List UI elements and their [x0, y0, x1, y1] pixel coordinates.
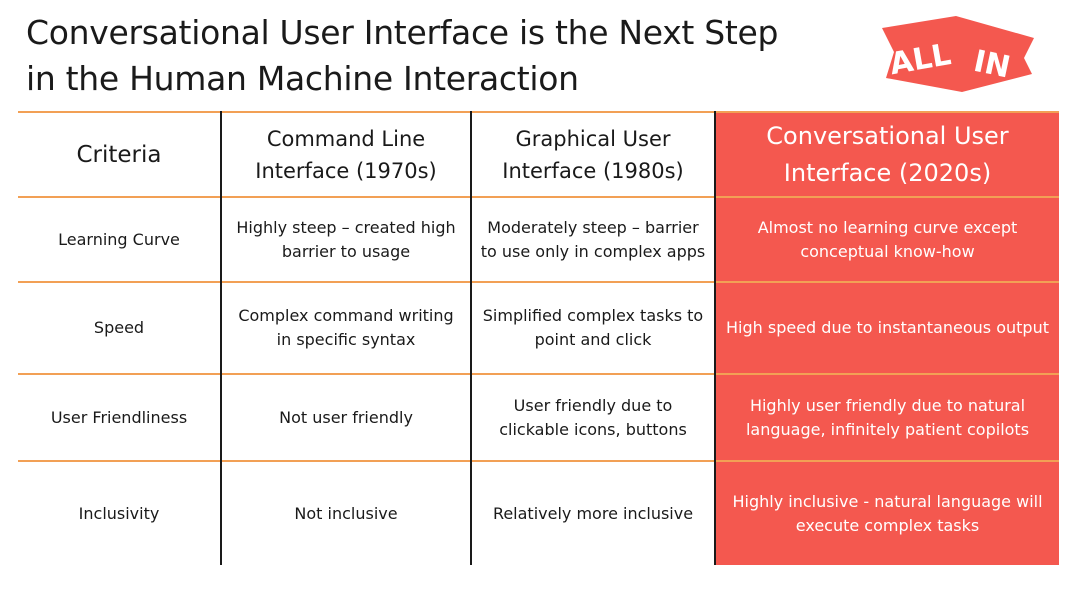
cell-command-line: Highly steep – created high barrier to u… — [221, 197, 472, 282]
row-criteria-label: User Friendliness — [18, 374, 222, 461]
table-row: User Friendliness Not user friendly User… — [18, 374, 1059, 461]
cell-command-line: Not user friendly — [221, 374, 472, 461]
header-criteria: Criteria — [18, 112, 222, 197]
table-row: Learning Curve Highly steep – created hi… — [18, 197, 1059, 282]
logo-text-in: IN — [971, 44, 1014, 86]
row-criteria-label: Learning Curve — [18, 197, 222, 282]
slide-title-line-1: Conversational User Interface is the Nex… — [26, 13, 779, 52]
table-header-row: Criteria Command Line Interface (1970s) … — [18, 112, 1059, 197]
cell-command-line: Not inclusive — [221, 461, 472, 565]
cell-graphical: Relatively more inclusive — [471, 461, 716, 565]
cell-conversational: Highly user friendly due to natural lang… — [715, 374, 1059, 461]
header-conversational: Conversational User Interface (2020s) — [715, 112, 1059, 197]
header-graphical: Graphical User Interface (1980s) — [471, 112, 716, 197]
table-row: Speed Complex command writing in specifi… — [18, 282, 1059, 374]
slide-title: Conversational User Interface is the Nex… — [26, 10, 846, 102]
all-in-logo: ALL IN — [882, 16, 1034, 92]
cell-graphical: Simplified complex tasks to point and cl… — [471, 282, 716, 374]
cell-graphical: User friendly due to clickable icons, bu… — [471, 374, 716, 461]
row-criteria-label: Inclusivity — [18, 461, 222, 565]
cell-conversational: Almost no learning curve except conceptu… — [715, 197, 1059, 282]
cell-conversational: Highly inclusive - natural language will… — [715, 461, 1059, 565]
header-command-line: Command Line Interface (1970s) — [221, 112, 472, 197]
cell-command-line: Complex command writing in specific synt… — [221, 282, 472, 374]
slide-title-line-2: in the Human Machine Interaction — [26, 59, 579, 98]
table-row: Inclusivity Not inclusive Relatively mor… — [18, 461, 1059, 565]
comparison-table: Criteria Command Line Interface (1970s) … — [18, 111, 1059, 565]
cell-graphical: Moderately steep – barrier to use only i… — [471, 197, 716, 282]
cell-conversational: High speed due to instantaneous output — [715, 282, 1059, 374]
row-criteria-label: Speed — [18, 282, 222, 374]
